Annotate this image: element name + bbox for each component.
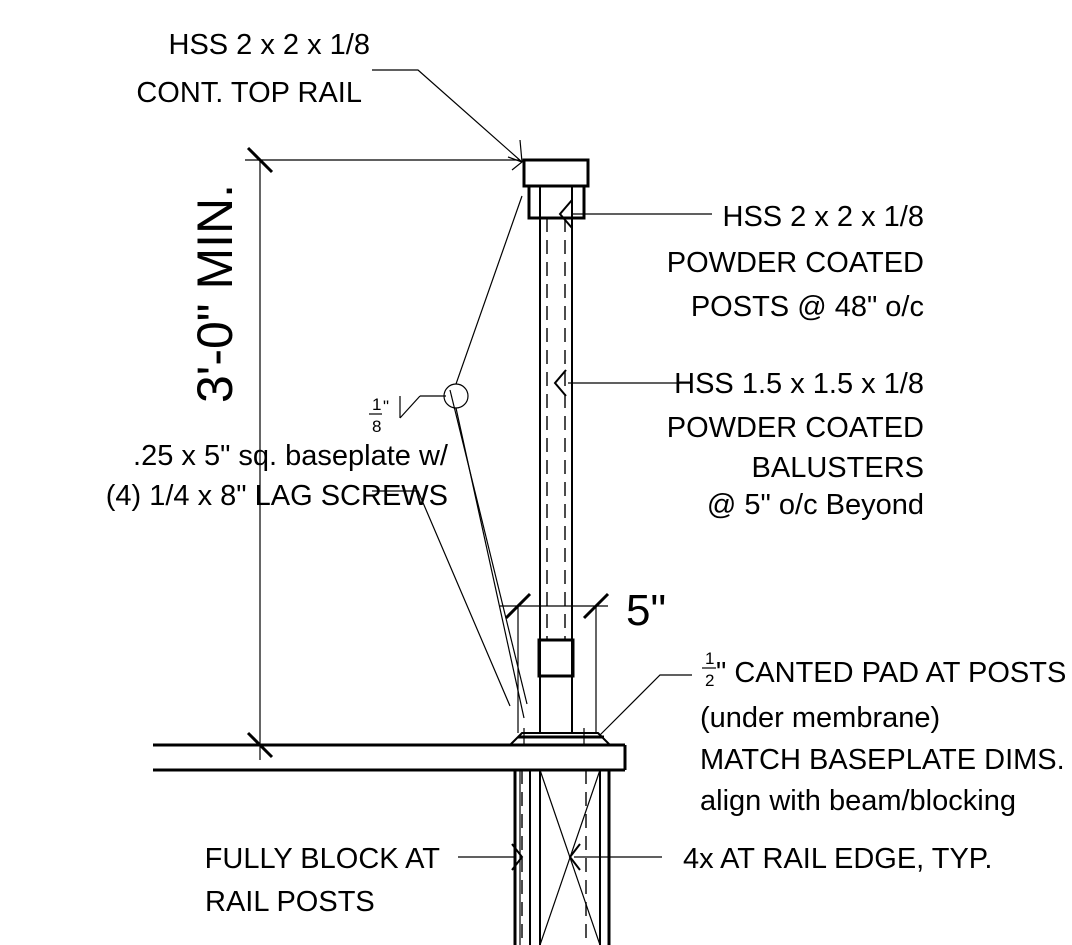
label-balusters-line4: @ 5" o/c Beyond — [707, 489, 924, 521]
baseplate — [507, 728, 613, 746]
label-balusters-line3: BALUSTERS — [752, 452, 924, 484]
leader-lines — [372, 69, 712, 871]
height-dimension — [245, 146, 520, 760]
top-rail — [522, 158, 590, 220]
post — [537, 218, 575, 733]
label-posts-line1: HSS 2 x 2 x 1/8 — [723, 201, 925, 233]
label-blocking: FULLY BLOCK AT RAIL POSTS — [205, 843, 441, 918]
label-posts: HSS 2 x 2 x 1/8 POWDER COATED POSTS @ 48… — [667, 201, 924, 323]
width-dimension — [500, 592, 610, 733]
label-weld: 1 " 8 — [369, 395, 389, 436]
baluster — [546, 218, 566, 640]
weld-callout — [399, 195, 528, 719]
label-height-dimension: 3'-0" MIN. — [187, 184, 243, 403]
label-baseplate-line2: (4) 1/4 x 8" LAG SCREWS — [106, 480, 448, 512]
label-pad-frac-den: 2 — [705, 671, 714, 690]
label-weld-frac-den: 8 — [372, 417, 381, 436]
label-top-rail: HSS 2 x 2 x 1/8 CONT. TOP RAIL — [136, 29, 370, 109]
label-top-rail-line1: HSS 2 x 2 x 1/8 — [169, 29, 371, 61]
label-pad-line4: align with beam/blocking — [700, 785, 1016, 817]
label-baseplate-line1: .25 x 5" sq. baseplate w/ — [133, 440, 449, 472]
deck-slab — [153, 743, 627, 772]
label-posts-line2: POWDER COATED — [667, 247, 924, 279]
label-pad-line2: (under membrane) — [700, 702, 940, 734]
label-blocking-line2: RAIL POSTS — [205, 886, 375, 918]
label-pad-line3: MATCH BASEPLATE DIMS. — [700, 744, 1065, 776]
label-pad: 1 2 " CANTED PAD AT POSTS (under membran… — [700, 649, 1066, 817]
label-weld-frac-num: 1 — [372, 395, 381, 414]
label-blocking-line1: FULLY BLOCK AT — [205, 843, 441, 875]
label-balusters-line2: POWDER COATED — [667, 412, 924, 444]
label-rail-edge: 4x AT RAIL EDGE, TYP. — [683, 843, 992, 875]
label-pad-frac-num: 1 — [705, 649, 714, 668]
label-weld-suffix: " — [383, 397, 389, 416]
label-baseplate: .25 x 5" sq. baseplate w/ (4) 1/4 x 8" L… — [106, 440, 449, 512]
label-width-dimension: 5" — [626, 586, 666, 635]
label-posts-line3: POSTS @ 48" o/c — [691, 291, 924, 323]
label-balusters: HSS 1.5 x 1.5 x 1/8 POWDER COATED BALUST… — [667, 368, 924, 521]
label-pad-line1: " CANTED PAD AT POSTS — [716, 657, 1066, 689]
label-top-rail-line2: CONT. TOP RAIL — [136, 77, 362, 109]
label-balusters-line1: HSS 1.5 x 1.5 x 1/8 — [674, 368, 924, 400]
